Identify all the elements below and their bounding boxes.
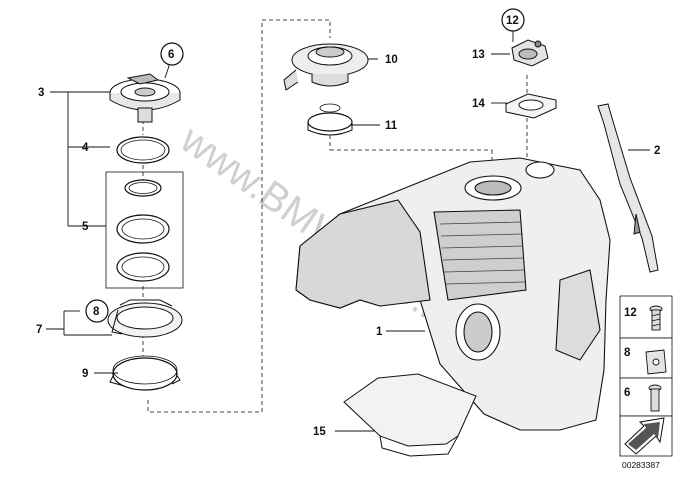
callout-12: 12 [506,15,519,27]
direction-arrow-icon [624,417,665,455]
callout-9: 9 [82,368,88,380]
callout-1: 1 [376,326,383,338]
o-ring [116,136,170,164]
side-panel-label-12: 12 [624,307,637,319]
callout-15: 15 [313,426,326,438]
side-panel-label-6: 6 [624,387,630,399]
clamp-band [109,355,181,391]
bracket-7-8 [46,310,112,336]
callout-14: 14 [472,98,485,110]
fuel-tank-strap [597,103,659,273]
side-panel-label-8: 8 [624,347,631,359]
sealing-rings-box [105,171,184,289]
filler-neck [283,43,369,91]
callout-8: 8 [93,306,100,318]
callout-11: 11 [385,120,398,132]
filler-ring [307,103,353,136]
callout-4: 4 [82,142,89,154]
callout-13: 13 [472,49,485,61]
callout-5: 5 [82,221,89,233]
callout-10: 10 [385,54,398,66]
callout-circles [85,8,525,323]
callout-3: 3 [38,87,44,99]
tank-cover-pad [343,373,477,457]
bolt-icon [649,305,663,331]
sealing-rings [116,179,170,282]
document-id: 00283387 [622,460,660,470]
lock-ring [107,299,183,338]
screw-icon [648,384,662,412]
callout-6: 6 [168,49,174,61]
hardware-side-panel [619,295,673,457]
gasket [505,93,557,119]
bracket-3-4-5 [50,91,110,227]
fuel-pump-flange [109,73,181,123]
callout-7: 7 [36,324,42,336]
clip-nut-icon [645,349,667,375]
vent-valve [511,39,549,67]
callout-2: 2 [654,145,660,157]
fuel-tank [295,157,611,431]
